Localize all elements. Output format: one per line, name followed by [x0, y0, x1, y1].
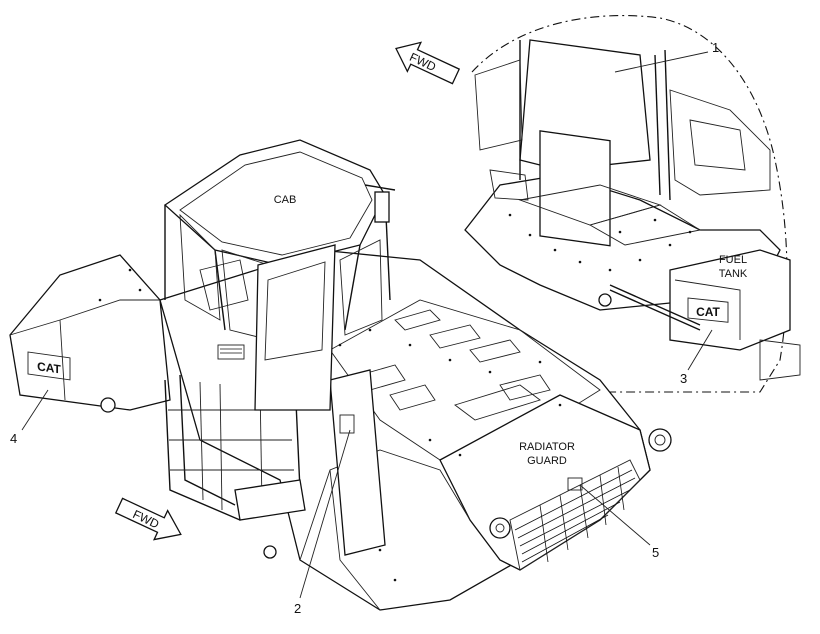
callout-5: 5 — [652, 545, 659, 560]
inset-left-frame — [474, 59, 523, 151]
front-light-right — [648, 428, 672, 452]
inset-panel — [539, 130, 611, 247]
fuel-tank-label-line1: FUEL — [719, 254, 747, 266]
cab-door-window — [264, 261, 326, 361]
fuel-tank-edge — [674, 279, 741, 340]
fuel-tank-label-line2: TANK — [719, 268, 748, 280]
inset-wheel — [598, 293, 612, 307]
inset-boundary — [471, 15, 788, 393]
callout-1: 1 — [712, 40, 719, 55]
fwd-arrow-bottom — [114, 497, 182, 541]
cab-mirror — [374, 191, 390, 223]
front-light-right-inner — [654, 434, 666, 446]
leader-4 — [21, 389, 49, 431]
callout-4: 4 — [10, 431, 17, 446]
radiator-guard-decal — [567, 477, 583, 491]
radiator-guard-label-line1: RADIATOR — [519, 441, 575, 453]
post-decal — [339, 414, 355, 434]
inset-post-right2 — [664, 49, 671, 201]
fuel-tank-cat-decal — [687, 297, 729, 323]
rear-body-edge2 — [59, 319, 66, 401]
deck-rivets — [98, 268, 562, 582]
deck-hatch6 — [454, 384, 541, 421]
cab-vent — [217, 344, 245, 360]
leader-5 — [579, 484, 651, 546]
step-block — [234, 479, 306, 521]
inset-floor-plate2 — [588, 204, 702, 246]
deck-hatch3 — [469, 339, 521, 363]
lower-frame2 — [329, 469, 381, 611]
rear-cat-logo: CAT — [37, 359, 61, 376]
deck-hatch7 — [499, 374, 551, 401]
cab-window-rear — [339, 239, 383, 336]
cab-roof-inner — [179, 151, 373, 256]
deck-hatch5 — [389, 384, 436, 411]
fuel-tank-cat-logo: CAT — [696, 305, 720, 319]
inset-rail2 — [609, 289, 701, 331]
inset-rivets — [508, 213, 692, 272]
front-light-left-inner — [495, 523, 505, 533]
callout-3: 3 — [680, 371, 687, 386]
inset-step — [489, 169, 529, 201]
inset-rail — [609, 284, 701, 326]
cab-label: CAB — [274, 194, 297, 206]
inset-detail — [464, 15, 801, 393]
cab-pillar-2 — [214, 249, 226, 331]
rear-cat-decal — [27, 351, 71, 381]
radiator-grille — [509, 459, 641, 571]
cab-pillar-4 — [344, 244, 361, 331]
cab-door — [254, 244, 336, 411]
fwd-label-top: FWD — [407, 50, 438, 74]
cab-seat — [199, 259, 249, 311]
inset-rear-box — [759, 339, 801, 381]
inset-right-machinery — [669, 89, 771, 196]
post-with-decal — [329, 369, 386, 556]
front-light-left — [489, 517, 511, 539]
radiator-guard-label-line2: GUARD — [527, 455, 567, 467]
lower-frame — [299, 449, 471, 561]
inset-post-right — [654, 54, 661, 196]
leader-2 — [299, 429, 351, 599]
rear-body-edge — [9, 299, 160, 336]
fwd-arrow-top — [395, 41, 461, 85]
callout-leaders — [21, 51, 713, 599]
rear-light — [100, 397, 116, 413]
deck-hatch1 — [394, 309, 441, 331]
rear-body — [9, 254, 171, 411]
step-knob — [263, 545, 277, 559]
leader-1 — [614, 51, 709, 73]
deck-hatch2 — [429, 324, 481, 349]
inset-right-box — [689, 119, 746, 171]
callout-2: 2 — [294, 601, 301, 616]
main-machine — [9, 139, 672, 611]
cab-window-left — [179, 213, 221, 321]
fwd-label-bottom: FWD — [131, 507, 162, 531]
leader-3 — [687, 329, 713, 371]
cab-mirror-arm — [364, 184, 396, 191]
